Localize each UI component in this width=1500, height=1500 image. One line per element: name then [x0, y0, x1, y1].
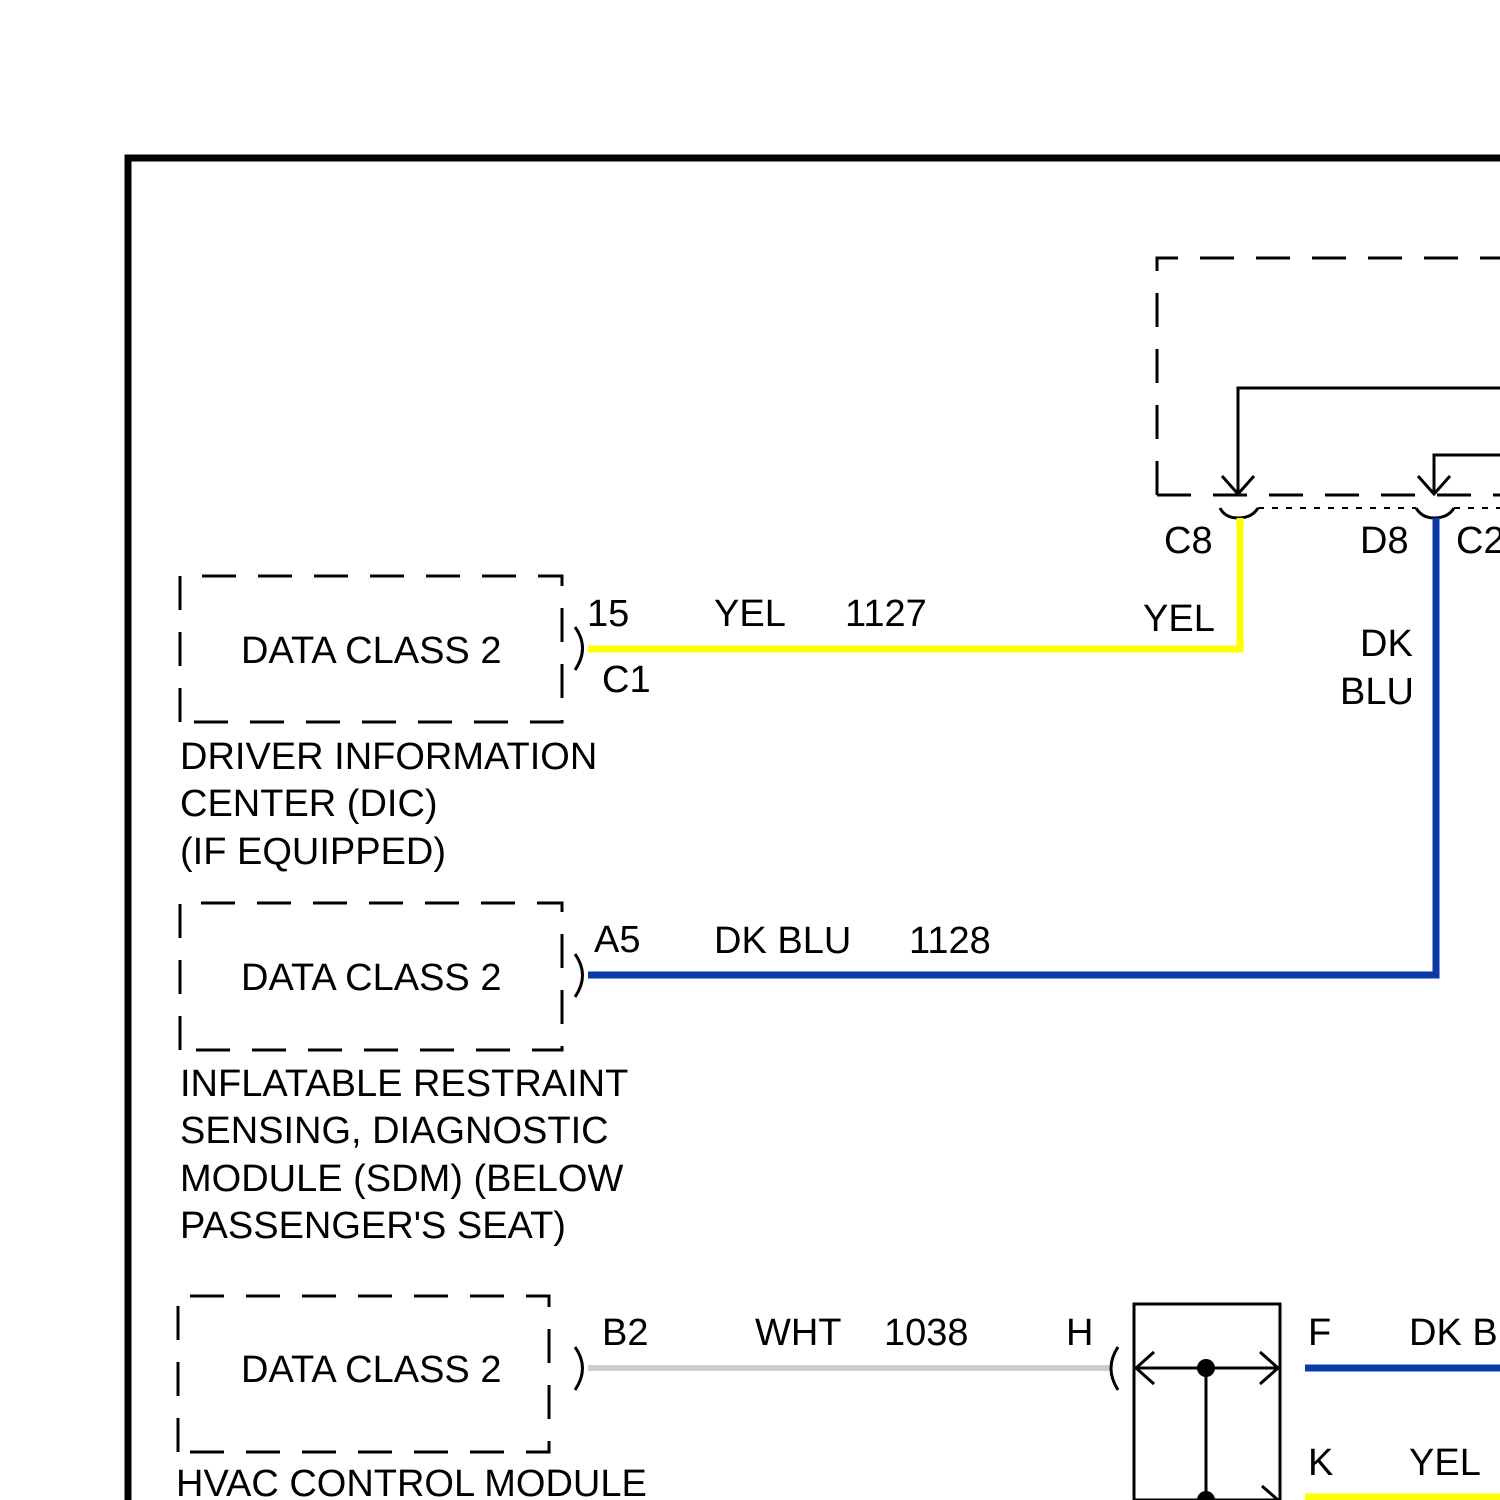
- wire-1128-dk-blue: [588, 518, 1436, 975]
- connector-d8-label: D8: [1360, 520, 1409, 562]
- junction-pin-f: F: [1308, 1312, 1331, 1354]
- dic-caption-line-3: (IF EQUIPPED): [180, 831, 446, 873]
- wire-1127-color: YEL: [714, 593, 786, 635]
- arrow-lower-right-icon: [1262, 1486, 1278, 1500]
- wire-1038-circuit: 1038: [884, 1312, 969, 1354]
- junction-connector-h-icon: [1111, 1347, 1118, 1390]
- connector-c2-label: C2: [1456, 520, 1500, 562]
- junction-pin-k-color: YEL: [1409, 1442, 1481, 1484]
- internal-line-c8: [1238, 388, 1500, 492]
- dic-connector-label: C1: [602, 659, 651, 701]
- sdm-caption-line-2: SENSING, DIAGNOSTIC: [180, 1110, 609, 1152]
- connector-d8-icon: [1416, 508, 1454, 518]
- hvac-caption-line-1: HVAC CONTROL MODULE: [176, 1463, 647, 1500]
- junction-pin-k: K: [1308, 1442, 1333, 1484]
- sdm-box-label: DATA CLASS 2: [241, 957, 501, 999]
- hvac-connector-icon: [575, 1347, 583, 1390]
- dic-caption-line-1: DRIVER INFORMATION: [180, 736, 597, 778]
- junction-pin-f-color: DK B: [1409, 1312, 1498, 1354]
- hvac-pin-label: B2: [602, 1312, 648, 1354]
- wire-1128-color: DK BLU: [714, 920, 851, 962]
- wire-1128-end-color-2: BLU: [1340, 671, 1414, 713]
- junction-pin-h: H: [1066, 1312, 1093, 1354]
- splice-dot-lower-icon: [1197, 1491, 1215, 1500]
- sdm-caption-line-3: MODULE (SDM) (BELOW: [180, 1158, 623, 1200]
- connector-c8-label: C8: [1164, 520, 1213, 562]
- dic-box-label: DATA CLASS 2: [241, 630, 501, 672]
- dic-connector-icon: [575, 627, 583, 670]
- wire-1038-color: WHT: [755, 1312, 842, 1354]
- wire-1127-end-color: YEL: [1143, 598, 1215, 640]
- junction-block: [1111, 1304, 1280, 1500]
- hvac-box-label: DATA CLASS 2: [241, 1349, 501, 1391]
- upper-right-module: [1157, 258, 1500, 518]
- wire-1128-circuit: 1128: [909, 920, 991, 962]
- sdm-pin-label: A5: [594, 919, 640, 961]
- sdm-caption-line-4: PASSENGER'S SEAT): [180, 1205, 566, 1247]
- wire-1127-circuit: 1127: [845, 593, 927, 635]
- connector-c8-icon: [1220, 508, 1258, 518]
- diagram-border: [128, 158, 1500, 1500]
- dic-caption-line-2: CENTER (DIC): [180, 783, 438, 825]
- sdm-connector-icon: [575, 954, 583, 997]
- internal-line-d8: [1434, 455, 1500, 492]
- dic-pin-label: 15: [587, 593, 629, 635]
- wire-1128-end-color-1: DK: [1360, 623, 1413, 665]
- sdm-caption-line-1: INFLATABLE RESTRAINT: [180, 1063, 628, 1105]
